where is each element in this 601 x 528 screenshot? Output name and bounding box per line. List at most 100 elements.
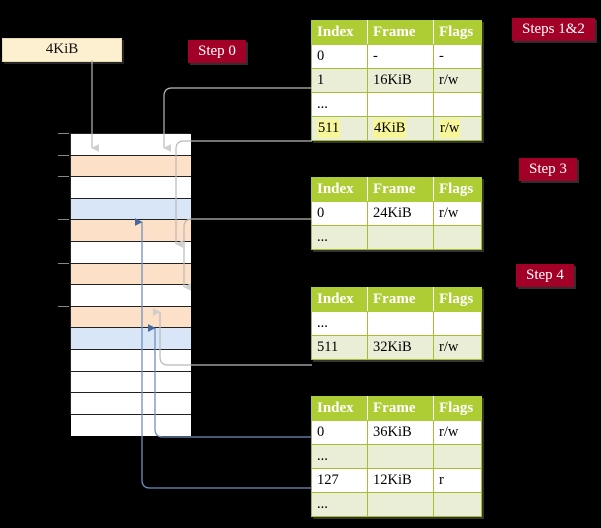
column-header-frame: Frame [367, 396, 434, 421]
table-row: ... [311, 225, 482, 250]
cell-value: ... [317, 496, 328, 512]
cell-value: 32KiB [373, 339, 412, 355]
memory-frame-row [71, 306, 191, 329]
table-cell: r/w [433, 201, 482, 226]
memory-frame-row [71, 134, 191, 156]
column-header-index: Index [311, 287, 368, 312]
table-row: ... [311, 92, 482, 117]
column-header-flags: Flags [433, 20, 482, 45]
table-cell [367, 492, 434, 517]
table-cell: r/w [433, 420, 482, 445]
table-cell: 511 [311, 116, 368, 141]
cell-value: ... [317, 448, 328, 464]
memory-scale-tick [58, 133, 69, 134]
table-row: 0 - - [311, 44, 482, 69]
table-row: 0 36KiB r/w [311, 420, 482, 445]
table-cell: 24KiB [367, 201, 434, 226]
table-row: ... [311, 311, 482, 336]
cell-value: r/w [439, 205, 459, 221]
memory-frame-row [71, 414, 191, 437]
cell-value: r/w [439, 339, 459, 355]
memory-scale-tick [58, 154, 69, 156]
table-cell [433, 311, 482, 336]
table-cell [433, 92, 482, 117]
cell-value: 511 [317, 339, 339, 355]
table-cell [433, 225, 482, 250]
cell-value: 127 [317, 472, 339, 488]
step-badge-step-4: Step 4 [516, 264, 574, 287]
cell-value: 16KiB [373, 72, 412, 88]
table-cell: - [367, 44, 434, 69]
column-header-frame: Frame [367, 177, 434, 202]
memory-frame-row [71, 220, 191, 242]
table-cell: ... [311, 492, 368, 517]
table-cell: 4KiB [367, 116, 434, 141]
cell-value: r/w [439, 119, 461, 138]
memory-frame-row [71, 285, 191, 307]
cell-value: - [439, 48, 444, 64]
cell-value: 0 [317, 48, 325, 64]
memory-frame-row [71, 198, 191, 221]
cell-value: 4KiB [373, 119, 407, 138]
table-row: 511 4KiB r/w [311, 116, 482, 141]
cell-value: ... [317, 229, 328, 245]
memory-scale-tick [58, 219, 69, 221]
cell-value: r/w [439, 424, 459, 440]
table-cell: 0 [311, 201, 368, 226]
cell-value: ... [317, 315, 328, 331]
table-cell: 0 [311, 420, 368, 445]
column-header-index: Index [311, 396, 368, 421]
column-header-flags: Flags [433, 287, 482, 312]
table-cell: ... [311, 92, 368, 117]
wire-pml4-511-to-mem [175, 140, 312, 248]
memory-scale-tick [58, 305, 69, 307]
memory-frame-row [71, 393, 191, 415]
table-row: 511 32KiB r/w [311, 335, 482, 360]
table-row: ... [311, 492, 482, 517]
table-cell: 32KiB [367, 335, 434, 360]
column-header-index: Index [311, 20, 368, 45]
step-badge-step-3: Step 3 [519, 158, 577, 181]
table-cell [433, 492, 482, 517]
cell-value: r/w [439, 72, 459, 88]
memory-frame-row [71, 328, 191, 350]
cell-value: 36KiB [373, 424, 412, 440]
table-cell [367, 92, 434, 117]
table-cell [367, 311, 434, 336]
column-header-flags: Flags [433, 177, 482, 202]
cell-value: 0 [317, 205, 325, 221]
column-header-frame: Frame [367, 20, 434, 45]
table-cell: r/w [433, 68, 482, 93]
physical-memory-column [70, 133, 191, 437]
memory-frame-row [71, 177, 191, 199]
table-cell: 511 [311, 335, 368, 360]
step-badge-step-0: Step 0 [188, 40, 246, 63]
memory-frame-row [71, 155, 191, 178]
table-row: 0 24KiB r/w [311, 201, 482, 226]
cell-value: 24KiB [373, 205, 412, 221]
table-cell: r/w [433, 335, 482, 360]
column-header-flags: Flags [433, 396, 482, 421]
table-cell: ... [311, 444, 368, 469]
memory-scale-tick [58, 262, 69, 264]
cell-value: 511 [317, 119, 341, 138]
memory-frame-row [71, 263, 191, 286]
memory-frame-row [71, 371, 191, 394]
cell-value: - [373, 48, 378, 64]
table-cell: 1 [311, 68, 368, 93]
table-cell: r [433, 468, 482, 493]
table-cell: 36KiB [367, 420, 434, 445]
table-cell: 127 [311, 468, 368, 493]
table-row: 1 16KiB r/w [311, 68, 482, 93]
cell-value: 1 [317, 72, 325, 88]
